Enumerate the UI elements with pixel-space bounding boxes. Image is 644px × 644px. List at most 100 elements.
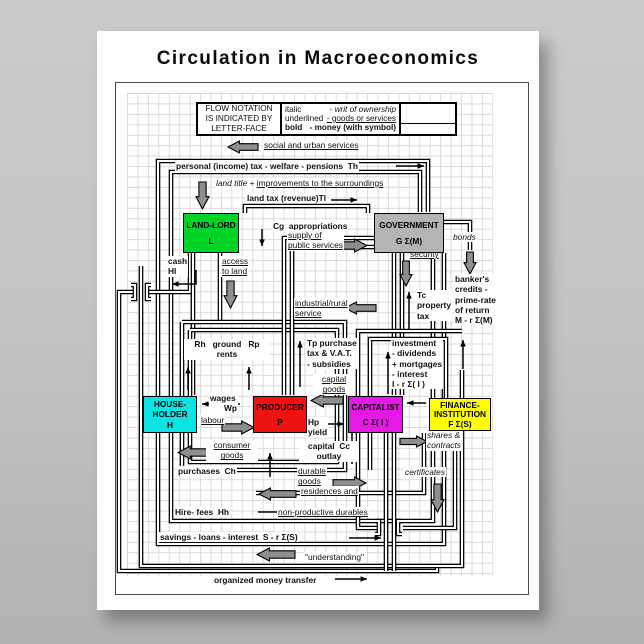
label-text: savings - loans - interest S - r Σ(S): [160, 532, 298, 542]
label-social-and-urban-services: social and urban services: [263, 140, 360, 151]
pipe-core-certificates-loop: [403, 431, 457, 530]
thin-arrow-head-bankers-up-arrow: [460, 340, 466, 347]
label-text: public services: [288, 240, 343, 251]
label-text: Hire- fees Hh: [175, 507, 229, 517]
label-text: M - r Σ(M): [455, 315, 493, 325]
label-line: rents: [185, 349, 269, 359]
label-line: Tc: [417, 290, 451, 300]
label-line: capital Cc: [300, 441, 358, 451]
label-text: property: [417, 300, 451, 311]
label-line: banker's: [455, 274, 496, 284]
legend-face-line: IS INDICATED BY: [205, 114, 273, 124]
entity-box-label: GOVERNMENT: [379, 220, 439, 231]
label-text: tax & V.A.T.: [307, 348, 352, 359]
entity-box-land-lord: LAND-LORD L: [183, 213, 239, 253]
label-land-tax-revenue: land tax (revenue)Tl: [246, 193, 328, 204]
label-text: consumer: [213, 440, 251, 450]
label-text: Hl: [168, 266, 177, 277]
label-certificates: certificates: [404, 467, 447, 478]
label-text: to land: [222, 266, 248, 277]
label-text: goods: [298, 476, 321, 487]
block-arrow-residences-arrow: [257, 487, 297, 501]
thin-arrow-head-finance-capitalist-arrow: [407, 400, 414, 406]
label-text: Tp purchase: [307, 338, 357, 348]
label-text: - interest: [392, 368, 428, 379]
legend-face-line: FLOW NOTATION: [205, 104, 273, 114]
label-line: wages: [210, 393, 237, 403]
label-line: Cg appropriations: [273, 221, 347, 231]
thin-arrow-head-pensions-th-arrow: [417, 163, 424, 169]
label-text: capital: [321, 374, 347, 384]
label-text: certificates: [405, 467, 446, 477]
label-line: Hl: [168, 266, 187, 276]
label-line: goods: [298, 476, 326, 486]
entity-box-label: P: [277, 416, 283, 427]
block-arrow-industrial-service-arrow: [343, 301, 377, 315]
label-text: bonds: [453, 232, 476, 242]
label-text: improvements to the surroundings: [256, 178, 384, 188]
block-arrow-capital-goods-arrow: [309, 393, 344, 408]
label-line: prime-rate: [455, 295, 496, 305]
label-investment-dividends: investment- dividends+ mortgages- intere…: [391, 338, 444, 390]
poster-title: Circulation in Macroeconomics: [156, 48, 480, 69]
legend-style-name: italic: [285, 104, 302, 114]
label-line: - interest: [392, 369, 442, 379]
label-line: yield: [308, 427, 327, 437]
legend-face-line: LETTER-FACE: [211, 123, 267, 133]
label-line: property: [417, 300, 451, 310]
thin-arrow-head-land-tax-arrow: [350, 197, 357, 203]
block-arrow-certificates-arrow: [430, 483, 445, 514]
entity-box-label: F Σ(S): [448, 419, 472, 430]
legend-style-desc: - goods or services: [326, 113, 396, 123]
label-line: industrial/rural: [295, 298, 348, 308]
entity-box-label: L: [208, 235, 214, 246]
thin-arrow-cash-hl-arrow: [172, 270, 197, 285]
label-text: access: [222, 256, 249, 266]
label-text: - subsidies: [307, 358, 351, 369]
entity-box-producer: PRODUCER P: [253, 396, 307, 433]
label-line: non-productive durables: [278, 507, 368, 517]
label-text: labour: [201, 415, 225, 425]
block-arrow-access-to-land-arrow: [223, 280, 238, 310]
label-text: cash: [168, 256, 188, 266]
label-line: social and urban services: [264, 140, 359, 150]
label-line: land title + improvements to the surroun…: [216, 178, 383, 188]
label-line: goods: [314, 384, 354, 394]
label-text: investment: [392, 338, 437, 348]
entity-box-label: PRODUCER: [256, 402, 304, 413]
block-arrow-security-arrow: [399, 260, 413, 288]
label-text: Cg appropriations: [273, 221, 348, 231]
label-shares-contracts: shares &contracts: [426, 430, 462, 451]
label-line: capital: [314, 374, 354, 384]
legend-style-name: underlined: [285, 113, 324, 123]
entity-box-label: INSTITUTION: [433, 409, 487, 420]
label-text: supply of: [288, 230, 322, 240]
label-line: Rh ground Rp: [185, 339, 269, 349]
pipe-core-outer-loop: [156, 159, 446, 546]
entity-box-label: G Σ(M): [395, 235, 423, 246]
label-text: shares &: [427, 430, 461, 440]
pipe-core-land-tax-line: [243, 204, 370, 213]
label-line: service: [295, 308, 348, 318]
label-line: access: [222, 256, 248, 266]
label-text: personal (income) tax - welfare - pensio…: [176, 161, 358, 171]
label-text: rents: [216, 349, 238, 360]
label-line: personal (income) tax - welfare - pensio…: [176, 161, 358, 171]
label-line: Wp: [210, 403, 237, 413]
thin-arrow-head-tc-up-arrow: [406, 292, 412, 299]
block-arrow-understanding-arrow: [255, 547, 296, 562]
label-line: "understanding": [305, 552, 364, 562]
label-text: contracts: [427, 440, 461, 451]
entity-box-label: LAND-LORD: [186, 220, 236, 231]
entity-box-label: HOUSE-: [153, 398, 187, 409]
pipe-core-understanding-loop: [139, 266, 464, 568]
